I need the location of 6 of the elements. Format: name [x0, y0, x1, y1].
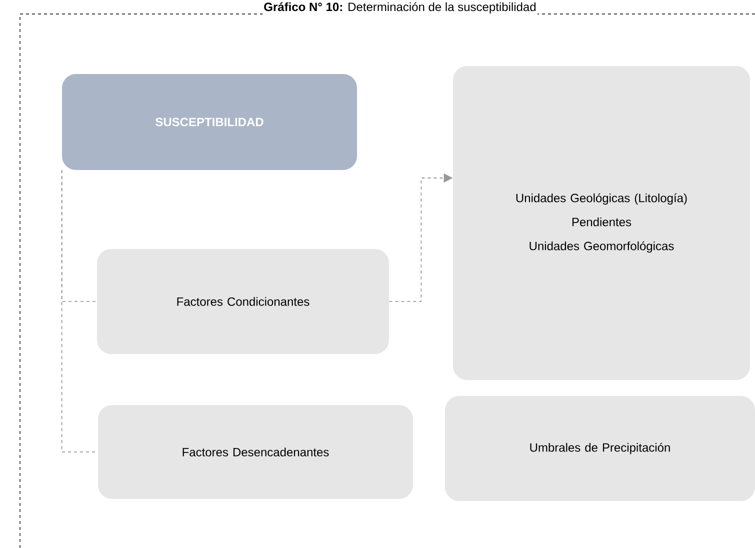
- factor-box: Factores Condicionantes: [97, 248, 389, 354]
- factor-box: Unidades Geológicas (Litología) Pendientes Unidades Geomorfológicas: [453, 66, 750, 380]
- factor-box: Factores Desencadenantes: [98, 404, 413, 499]
- title: Gráfico N° 10: Determinación de la susceptibilidad: [262, 1, 538, 15]
- heading-box: SUSCEPTIBILIDAD: [62, 74, 357, 170]
- factor-box: Umbrales de Precipitación: [445, 396, 755, 501]
